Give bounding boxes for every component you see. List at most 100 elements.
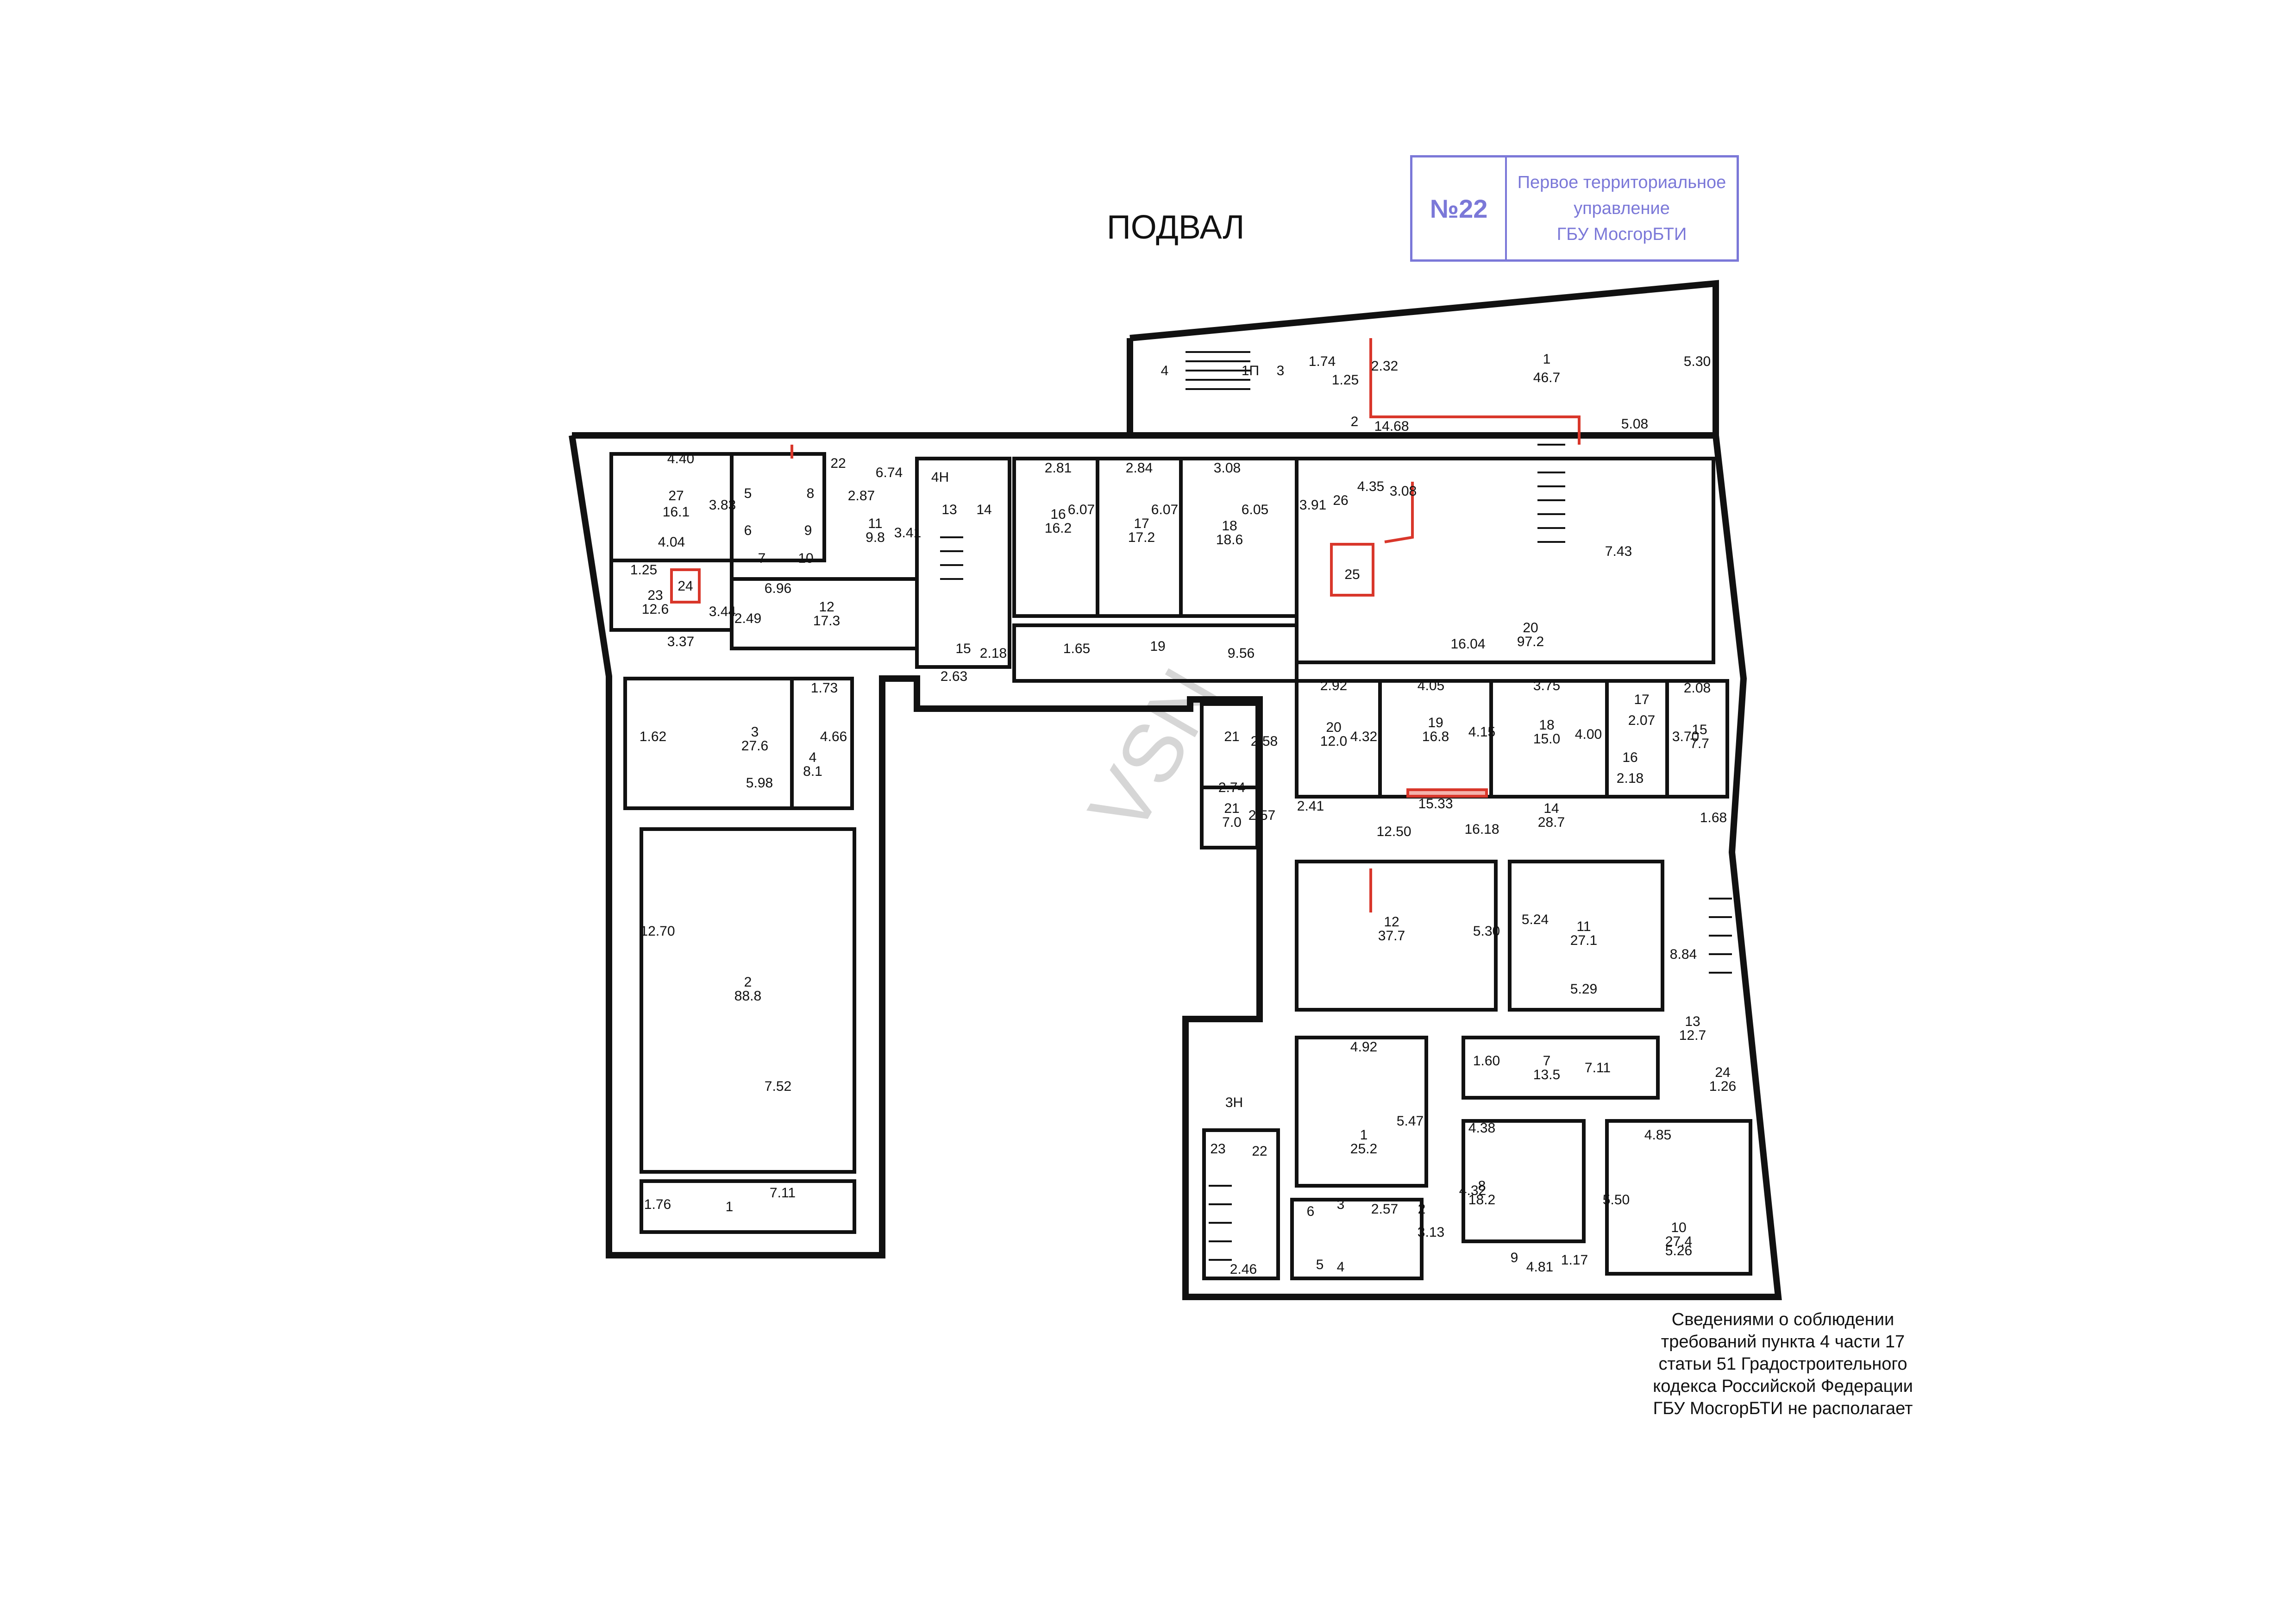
plan-label-l89: 19 (1428, 715, 1443, 730)
plan-label-l10: 2 (1351, 414, 1359, 429)
plan-label-l33: 16 (1050, 507, 1066, 522)
plan-label-l74: 2.08 (1684, 680, 1711, 696)
plan-label-l95: 16 (1622, 750, 1637, 765)
plan-label-m02: 21 (1224, 801, 1239, 816)
stair (1537, 444, 1565, 543)
red-line (1384, 482, 1414, 543)
plan-label-l25: 2.87 (848, 488, 875, 503)
plan-label-l63: 2.63 (941, 669, 967, 684)
plan-label-l75: 17 (1634, 692, 1649, 707)
plan-label-m48: 1 (726, 1199, 734, 1214)
notice-box: Сведениями о соблюдении требований пункт… (1621, 1308, 1945, 1420)
plan-label-l09: 5.30 (1684, 354, 1711, 369)
plan-label-l38: 6.07 (1151, 502, 1178, 517)
plan-label-m58: 9 (1511, 1250, 1518, 1265)
plan-label-m51: 3 (1337, 1197, 1345, 1212)
plan-label-l97: 15 (1692, 722, 1707, 737)
plan-label-l26: 6 (744, 523, 752, 538)
room-wall (790, 677, 854, 810)
room-wall (640, 827, 856, 1174)
plan-label-l21: 16.1 (663, 504, 690, 520)
red-room (670, 568, 701, 604)
plan-label-l44: 26 (1333, 493, 1348, 508)
plan-label-m06: 15.33 (1418, 796, 1453, 812)
plan-label-l23: 5 (744, 486, 752, 501)
plan-label-m30: 24 (1715, 1065, 1730, 1080)
plan-label-l52: 24 (678, 579, 693, 594)
plan-label-l20: 27 (668, 488, 684, 503)
stamp-text: Первое территориальное управление ГБУ Мо… (1507, 157, 1737, 259)
plan-label-l27: 9 (804, 523, 812, 538)
plan-label-l78: 3 (751, 724, 759, 740)
room-wall (1295, 1036, 1428, 1188)
plan-label-l60: 25 (1344, 567, 1360, 582)
room-wall (915, 457, 1011, 669)
plan-label-m16: 5.24 (1522, 912, 1549, 927)
notice-line: кодекса Российской Федерации (1653, 1377, 1913, 1396)
plan-label-l32: 14 (976, 502, 991, 517)
room-wall (1295, 457, 1715, 664)
plan-label-m42: 8 (1478, 1178, 1486, 1194)
plan-label-l72: 4.05 (1418, 678, 1444, 693)
plan-label-m55: 5.26 (1665, 1243, 1692, 1258)
plan-label-l39: 18 (1222, 518, 1237, 534)
plan-label-m29: 7.11 (1585, 1060, 1611, 1076)
room-wall (1290, 1198, 1424, 1280)
stairs (940, 351, 1732, 1261)
plan-label-l40: 18.6 (1216, 532, 1243, 547)
plan-label-m61: 2.46 (1230, 1262, 1257, 1277)
plan-label-l06: 2.32 (1371, 359, 1398, 374)
plan-label-l04: 1.74 (1309, 354, 1336, 369)
plan-label-m04: 2.57 (1248, 808, 1275, 823)
stair (1186, 351, 1250, 390)
plan-label-l59: 3.37 (667, 634, 694, 649)
plan-label-m35: 25.2 (1350, 1141, 1377, 1157)
plan-label-m57: 4 (1337, 1259, 1345, 1275)
plan-label-l35: 6.07 (1068, 502, 1095, 517)
plan-label-l56: 2.49 (734, 611, 761, 626)
plan-label-m54: 3.13 (1418, 1225, 1444, 1240)
plan-label-m36: 5.47 (1397, 1113, 1424, 1129)
room-wall (1200, 702, 1259, 789)
plan-label-m45: 10 (1671, 1220, 1686, 1235)
plan-label-l07: 1 (1543, 352, 1551, 367)
plan-label-l83: 5.98 (746, 775, 773, 791)
room-wall (730, 452, 826, 562)
plan-label-m59: 4.81 (1526, 1259, 1553, 1275)
plan-label-m49: 7.11 (770, 1185, 796, 1201)
plan-label-m32: 7.52 (765, 1079, 791, 1094)
plan-label-l30: 3.41 (894, 525, 921, 541)
plan-label-l15: 6.74 (876, 465, 903, 480)
plan-label-l79: 27.6 (741, 738, 768, 754)
plan-label-m11: 16.18 (1464, 822, 1499, 837)
plan-label-m46: 27.4 (1665, 1234, 1692, 1249)
notice-line: статьи 51 Градостроительного (1658, 1354, 1907, 1374)
plan-label-l65: 19 (1150, 639, 1165, 654)
plan-label-l01: 4 (1161, 363, 1169, 378)
plan-label-m47: 1.76 (644, 1197, 671, 1212)
plan-label-m44: 5.50 (1603, 1192, 1630, 1208)
notice-line: Сведениями о соблюдении (1671, 1310, 1895, 1329)
plan-label-l76: 2.07 (1628, 713, 1655, 728)
notice-line: ГБУ МосгорБТИ не располагает (1653, 1399, 1913, 1418)
plan-label-l61: 15 (955, 641, 971, 656)
plan-label-m13: 12 (1384, 914, 1399, 930)
plan-label-m14: 37.7 (1378, 928, 1405, 944)
plan-label-l16: 4Н (931, 470, 949, 485)
plan-label-m20: 2 (744, 975, 752, 990)
plan-label-l08: 46.7 (1533, 370, 1560, 385)
plan-label-l84: 21 (1224, 729, 1239, 744)
plan-label-m41: 4.32 (1459, 1183, 1486, 1198)
plan-label-l12: 5.08 (1621, 416, 1648, 432)
plan-label-l28: 11 (868, 516, 882, 531)
plan-label-m10: 12.50 (1376, 824, 1411, 839)
plan-label-l19: 3.08 (1214, 460, 1241, 476)
plan-label-l86: 20 (1326, 720, 1341, 735)
plan-label-l49: 10 (798, 551, 813, 566)
room-wall (1012, 457, 1099, 618)
plan-label-l02: 1П (1242, 363, 1259, 378)
plan-label-l62: 2.18 (980, 646, 1007, 661)
plan-label-l57: 12 (819, 599, 834, 615)
